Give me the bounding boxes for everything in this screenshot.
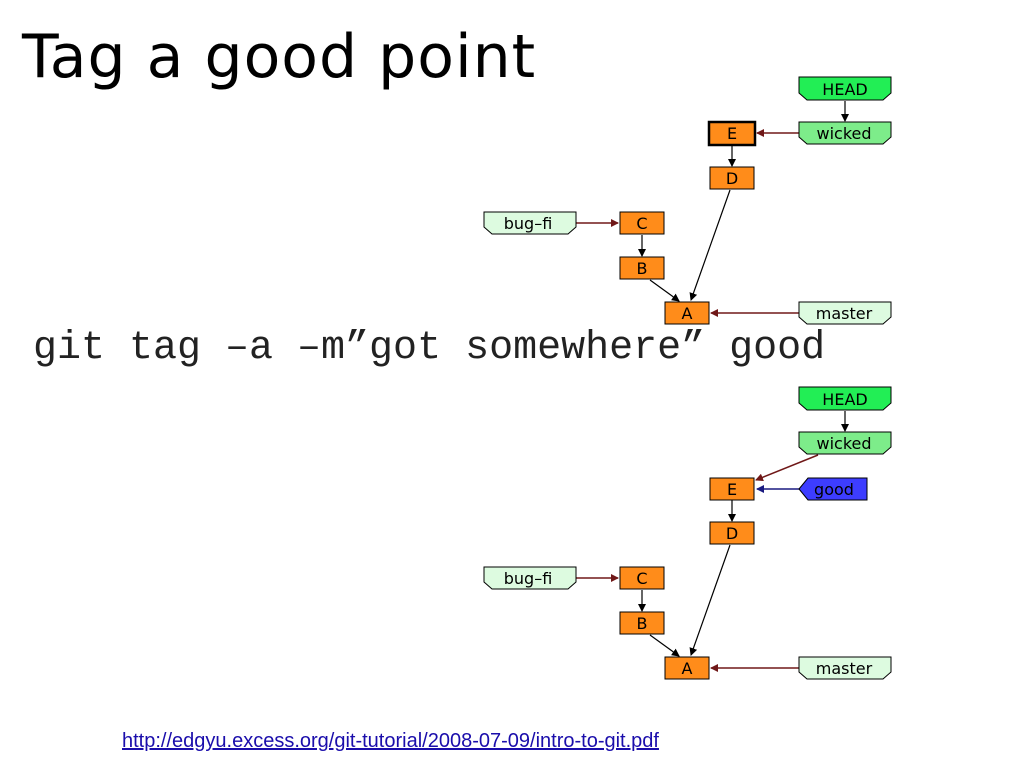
head-ref: HEAD: [798, 76, 892, 101]
commit-a: A: [664, 301, 710, 325]
commit-c: C: [619, 211, 665, 235]
commit-d: D: [709, 166, 755, 190]
branch-master: master: [798, 656, 892, 680]
branch-wicked-label: wicked: [816, 434, 871, 453]
edge-b-to-a: [649, 279, 680, 302]
graph-before-tag: HEAD wicked E D bug–fi C B: [483, 76, 892, 325]
branch-master-label: master: [816, 304, 873, 323]
commit-e-label: E: [727, 480, 737, 499]
graph-after-tag: HEAD wicked good E D bug–fi C: [483, 386, 892, 680]
head-label: HEAD: [822, 390, 867, 409]
commit-b-label: B: [637, 614, 648, 633]
branch-bugfix: bug–fi: [483, 566, 577, 590]
git-tag-command: git tag –a –m”got somewhere” good: [33, 326, 826, 371]
head-ref: HEAD: [798, 386, 892, 411]
branch-wicked: wicked: [798, 431, 892, 455]
commit-e-label: E: [727, 124, 737, 143]
edge-d-to-a: [689, 189, 731, 301]
head-label: HEAD: [822, 80, 867, 99]
branch-bugfix-label: bug–fi: [504, 569, 553, 588]
commit-a-label: A: [682, 659, 693, 678]
commit-b-label: B: [637, 259, 648, 278]
branch-bugfix-label: bug–fi: [504, 214, 553, 233]
branch-wicked-label: wicked: [816, 124, 871, 143]
tag-good: good: [798, 477, 868, 501]
tag-good-label: good: [814, 480, 854, 499]
commit-c-label: C: [636, 214, 647, 233]
commit-a: A: [664, 656, 710, 680]
commit-e: E: [709, 477, 755, 501]
slide-title: Tag a good point: [22, 22, 537, 92]
branch-wicked: wicked: [798, 121, 892, 145]
source-link[interactable]: http://edgyu.excess.org/git-tutorial/200…: [122, 730, 659, 752]
commit-e: E: [707, 120, 757, 147]
edge-d-to-a: [689, 544, 731, 656]
branch-bugfix: bug–fi: [483, 211, 577, 235]
edge-wicked-to-e: [755, 454, 819, 482]
commit-c-label: C: [636, 569, 647, 588]
commit-d: D: [709, 521, 755, 545]
commit-b: B: [619, 256, 665, 280]
commit-d-label: D: [726, 169, 738, 188]
commit-c: C: [619, 566, 665, 590]
edge-b-to-a: [649, 634, 680, 657]
branch-master: master: [798, 301, 892, 325]
commit-d-label: D: [726, 524, 738, 543]
branch-master-label: master: [816, 659, 873, 678]
commit-b: B: [619, 611, 665, 635]
commit-a-label: A: [682, 304, 693, 323]
